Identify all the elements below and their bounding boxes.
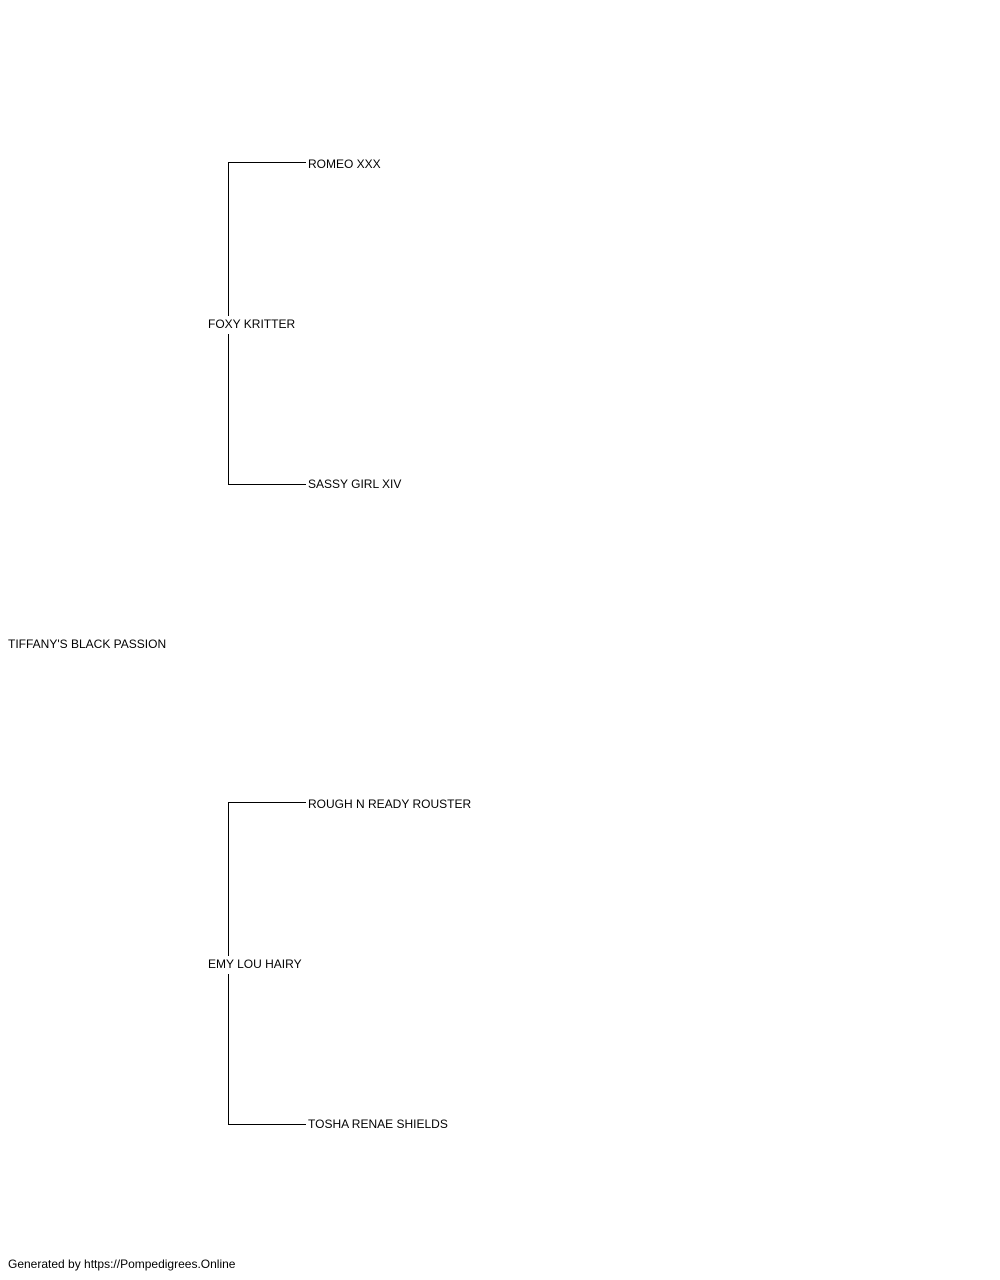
footer-credit: Generated by https://Pompedigrees.Online	[8, 1257, 236, 1271]
dam-name: EMY LOU HAIRY	[208, 957, 302, 971]
subject-name: TIFFANY'S BLACK PASSION	[8, 637, 167, 651]
paternal-granddam-name: SASSY GIRL XIV	[308, 477, 402, 491]
sire-name: FOXY KRITTER	[208, 317, 296, 331]
maternal-granddam-name: TOSHA RENAE SHIELDS	[308, 1117, 448, 1131]
paternal-grandsire-name: ROMEO XXX	[308, 157, 381, 171]
maternal-grandsire-name: ROUGH N READY ROUSTER	[308, 797, 472, 811]
